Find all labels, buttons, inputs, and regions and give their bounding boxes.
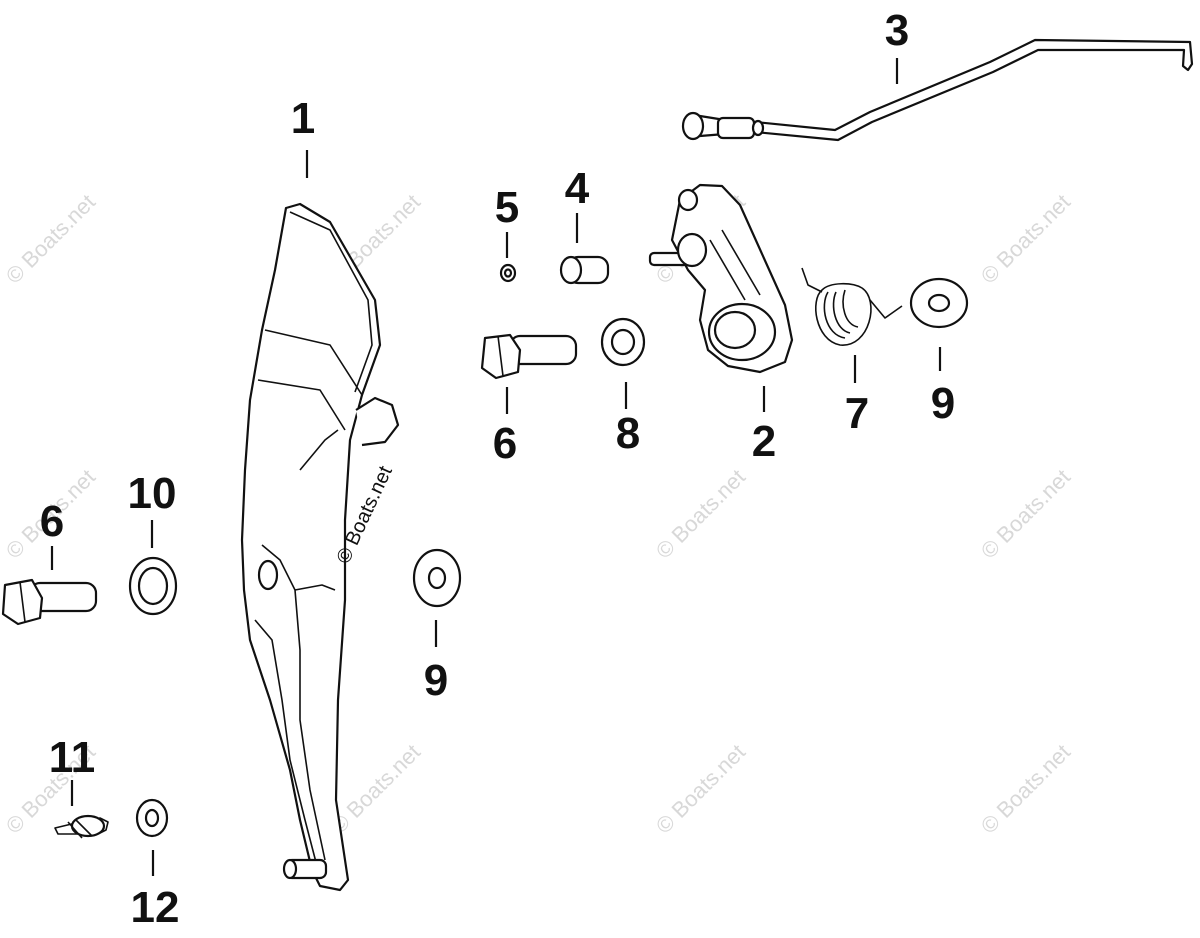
part-2-lever <box>648 183 794 374</box>
part-5-small-washer <box>499 263 517 283</box>
part-6-bolt-upper <box>480 333 578 380</box>
callout-6-upper: 6 <box>493 419 517 468</box>
part-6-bolt-left <box>1 578 98 626</box>
watermark: © Boats.net <box>976 739 1075 838</box>
part-12-washer <box>135 798 169 838</box>
callout-9-upper: 9 <box>931 379 955 428</box>
callout-3: 3 <box>885 6 909 55</box>
part-3-rod <box>681 38 1194 142</box>
part-9-washer-middle <box>412 548 462 608</box>
watermark: © Boats.net <box>1 189 100 288</box>
watermark: © Boats.net <box>976 464 1075 563</box>
callout-5: 5 <box>495 183 519 232</box>
callout-7: 7 <box>845 389 869 438</box>
part-10-washer <box>128 556 178 616</box>
callout-1: 1 <box>291 94 315 143</box>
callout-12: 12 <box>131 883 180 932</box>
callout-6-left: 6 <box>40 497 64 546</box>
part-1-bracket <box>240 202 400 892</box>
watermark: © Boats.net <box>976 189 1075 288</box>
callout-2: 2 <box>752 417 776 466</box>
watermark: © Boats.net <box>651 464 750 563</box>
part-8-washer <box>600 317 646 367</box>
callout-11: 11 <box>49 733 96 782</box>
callout-10: 10 <box>128 469 177 518</box>
watermark: © Boats.net <box>326 739 425 838</box>
part-11-clip <box>54 814 109 839</box>
part-7-spring <box>801 267 903 346</box>
callout-9-middle: 9 <box>424 656 448 705</box>
part-4-sleeve <box>559 255 610 285</box>
part-9-washer-upper <box>909 277 969 329</box>
callout-8: 8 <box>616 409 640 458</box>
callout-4: 4 <box>565 164 590 213</box>
watermark: © Boats.net <box>651 739 750 838</box>
